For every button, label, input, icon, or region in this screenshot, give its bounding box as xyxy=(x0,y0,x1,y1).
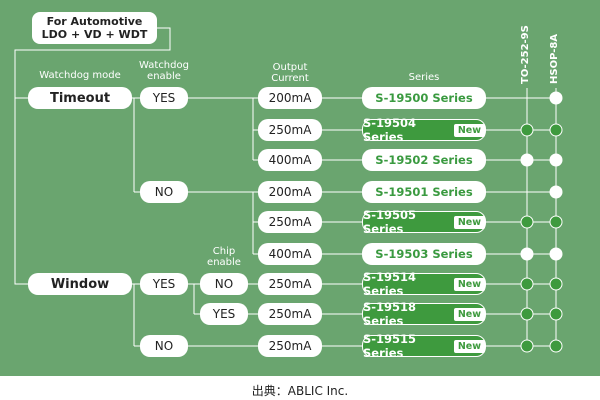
watchdog-enable-no-window: NO xyxy=(140,335,188,357)
title-line-2: LDO + VD + WDT xyxy=(41,28,148,41)
header-watchdog-mode: Watchdog mode xyxy=(39,70,121,81)
hsop-availability-dot xyxy=(549,277,563,291)
watchdog-enable-no-timeout: NO xyxy=(140,181,188,203)
series-box: S-19501 Series xyxy=(362,181,486,203)
to252-availability-dot xyxy=(520,123,534,137)
series-box: S-19500 Series xyxy=(362,87,486,109)
hsop-availability-dot xyxy=(549,215,563,229)
mode-timeout: Timeout xyxy=(28,87,132,109)
header-output-current: Output Current xyxy=(271,62,309,84)
series-name: S-19514 Series xyxy=(363,270,417,298)
series-box: S-19514 Series New xyxy=(362,270,486,298)
to252-availability-dot xyxy=(520,247,534,261)
series-box: S-19518 Series New xyxy=(362,300,486,328)
trunk-line xyxy=(14,27,171,285)
hsop-availability-dot xyxy=(549,153,563,167)
source-caption: 出典：ABLIC Inc. xyxy=(251,384,349,398)
series-name: S-19518 Series xyxy=(363,300,417,328)
to252-availability-dot xyxy=(520,307,534,321)
series-name: S-19505 Series xyxy=(363,208,417,236)
header-watchdog-enable: Watchdog enable xyxy=(139,60,189,82)
header-series: Series xyxy=(408,72,440,83)
current-box-2: 250mA xyxy=(258,119,322,141)
series-box: S-19503 Series xyxy=(362,243,486,265)
current-box-9: 250mA xyxy=(258,335,322,357)
hsop-availability-dot xyxy=(549,247,563,261)
header-chip-enable: Chip enable xyxy=(207,246,241,268)
current-box-7: 250mA xyxy=(258,273,322,295)
new-badge: New xyxy=(453,277,485,291)
mode-window: Window xyxy=(28,273,132,295)
hsop-availability-dot xyxy=(549,185,563,199)
to252-availability-dot xyxy=(520,153,534,167)
package-label-to252: TO-252-9S xyxy=(520,25,531,84)
series-box: S-19504 Series New xyxy=(362,116,486,144)
current-box-1: 200mA xyxy=(258,87,322,109)
series-name: S-19502 Series xyxy=(375,153,473,167)
current-box-4: 200mA xyxy=(258,181,322,203)
chip-enable-yes: YES xyxy=(200,303,248,325)
chip-enable-no: NO xyxy=(200,273,248,295)
current-box-6: 400mA xyxy=(258,243,322,265)
to252-availability-dot xyxy=(520,215,534,229)
watchdog-enable-yes-timeout: YES xyxy=(140,87,188,109)
current-box-3: 400mA xyxy=(258,149,322,171)
new-badge: New xyxy=(453,215,485,229)
series-box: S-19502 Series xyxy=(362,149,486,171)
new-badge: New xyxy=(453,339,485,353)
title-box: For Automotive LDO + VD + WDT xyxy=(32,12,157,44)
series-box: S-19505 Series New xyxy=(362,208,486,236)
series-name: S-19501 Series xyxy=(375,185,473,199)
hsop-availability-dot xyxy=(549,123,563,137)
to252-availability-dot xyxy=(520,339,534,353)
hsop-availability-dot xyxy=(549,339,563,353)
hsop-availability-dot xyxy=(549,307,563,321)
current-box-5: 250mA xyxy=(258,211,322,233)
series-name: S-19504 Series xyxy=(363,116,417,144)
hsop-availability-dot xyxy=(549,91,563,105)
connector-lines xyxy=(14,27,563,353)
watchdog-enable-yes-window: YES xyxy=(140,273,188,295)
series-name: S-19515 Series xyxy=(363,332,417,360)
package-label-hsop: HSOP-8A xyxy=(549,33,560,84)
series-name: S-19500 Series xyxy=(375,91,473,105)
new-badge: New xyxy=(453,307,485,321)
new-badge: New xyxy=(453,123,485,137)
series-name: S-19503 Series xyxy=(375,247,473,261)
series-box: S-19515 Series New xyxy=(362,332,486,360)
current-box-8: 250mA xyxy=(258,303,322,325)
to252-availability-dot xyxy=(520,277,534,291)
title-line-1: For Automotive xyxy=(46,15,143,28)
